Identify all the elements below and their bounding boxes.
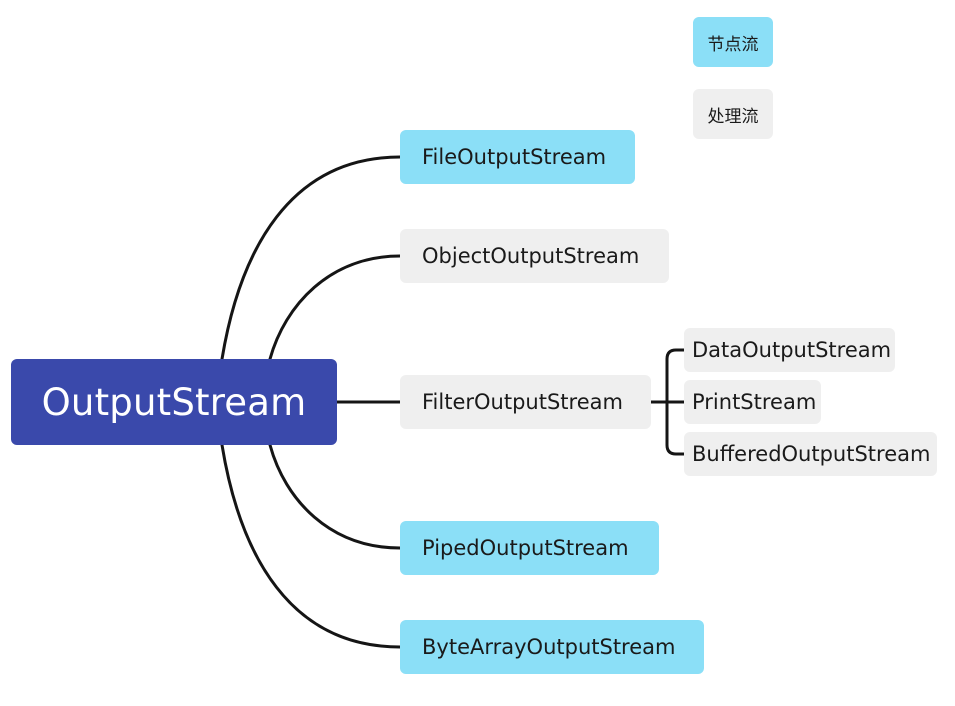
node-data-output-stream[interactable]: DataOutputStream	[684, 328, 895, 372]
root-node[interactable]: OutputStream	[11, 359, 337, 445]
node-label: FileOutputStream	[422, 145, 607, 169]
node-buffered-output-stream[interactable]: BufferedOutputStream	[684, 432, 937, 476]
edge-root-bytearray	[220, 443, 402, 649]
node-piped-output-stream[interactable]: PipedOutputStream	[400, 521, 659, 575]
legend-node-stream: 节点流	[693, 17, 773, 67]
node-label: BufferedOutputStream	[692, 442, 931, 466]
node-label: FilterOutputStream	[422, 390, 623, 414]
root-label: OutputStream	[41, 380, 307, 424]
node-filter-output-stream[interactable]: FilterOutputStream	[400, 375, 651, 429]
legend-node-stream-label: 节点流	[707, 34, 759, 55]
edge-root-file	[220, 155, 402, 361]
node-label: DataOutputStream	[692, 338, 892, 362]
node-label: ObjectOutputStream	[422, 244, 640, 268]
legend-processing-stream-label: 处理流	[707, 106, 759, 127]
node-byte-array-output-stream[interactable]: ByteArrayOutputStream	[400, 620, 704, 674]
node-label: ByteArrayOutputStream	[422, 635, 676, 659]
edge-root-object	[268, 254, 402, 361]
node-label: PrintStream	[692, 390, 817, 414]
legend-processing-stream: 处理流	[693, 89, 773, 139]
edge-root-piped	[268, 443, 402, 550]
node-label: PipedOutputStream	[422, 536, 629, 560]
node-file-output-stream[interactable]: FileOutputStream	[400, 130, 635, 184]
node-object-output-stream[interactable]: ObjectOutputStream	[400, 229, 669, 283]
node-print-stream[interactable]: PrintStream	[684, 380, 821, 424]
